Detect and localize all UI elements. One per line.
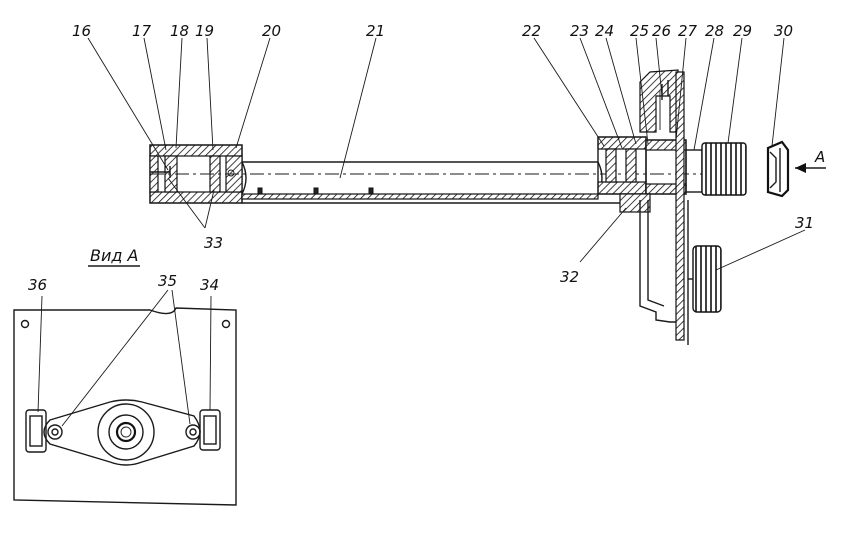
leader-lines: [87, 37, 806, 271]
callout-34: 34: [200, 276, 219, 294]
callout-20: 20: [262, 22, 281, 40]
mounting-plate: [13, 307, 237, 506]
end-cap-30: [766, 140, 790, 198]
callout-33: 33: [204, 234, 223, 252]
callout-29: 29: [733, 22, 752, 40]
callout-26: 26: [652, 22, 671, 40]
flange-plate: [639, 69, 689, 345]
knurled-wheel-31: [688, 245, 722, 313]
callout-19: 19: [195, 22, 214, 40]
callout-30: 30: [774, 22, 793, 40]
callout-27: 27: [678, 22, 698, 40]
callout-24: 24: [595, 22, 614, 40]
callout-36: 36: [28, 276, 47, 294]
callout-22: 22: [522, 22, 541, 40]
callout-18: 18: [170, 22, 189, 40]
right-coupling: [597, 136, 687, 213]
main-section-view: A: [72, 22, 826, 345]
view-arrow-a: A: [795, 148, 826, 173]
view-a-title: Вид А: [90, 246, 138, 265]
callout-labels: 16 17 18 19 20 21 22 23 24 25 26 27 28 2…: [72, 22, 814, 286]
callout-17: 17: [132, 22, 152, 40]
link-arm: [43, 399, 201, 466]
view-arrow-label: A: [814, 148, 825, 166]
callout-23: 23: [570, 22, 589, 40]
callout-16: 16: [72, 22, 91, 40]
callout-21: 21: [366, 22, 385, 40]
callout-25: 25: [630, 22, 649, 40]
central-hub: [97, 403, 155, 461]
knurled-knob-29: [685, 142, 747, 196]
callout-31: 31: [795, 214, 814, 232]
callout-32: 32: [560, 268, 579, 286]
side-block-36: [25, 409, 47, 453]
callout-35: 35: [158, 272, 177, 290]
view-a: Вид А 36 35 34: [13, 246, 237, 506]
callout-28: 28: [705, 22, 724, 40]
